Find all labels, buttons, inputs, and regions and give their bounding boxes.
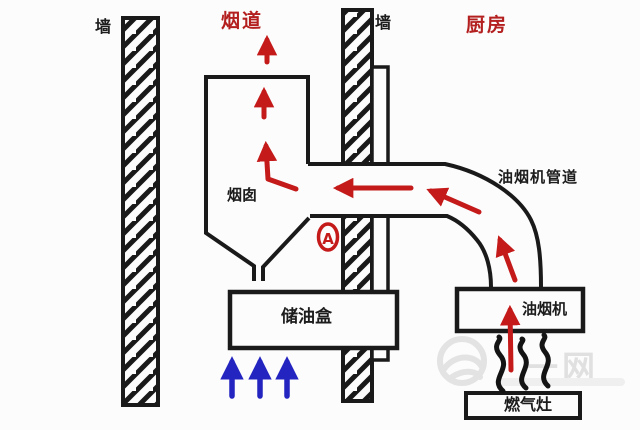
hood-duct-label: 油烟机管道 <box>498 168 579 186</box>
heat-wave-icon <box>539 332 551 389</box>
kitchen-label: 厨房 <box>466 14 509 36</box>
blue-intake-arrows <box>220 356 299 399</box>
watermark-swirl-stroke2 <box>449 368 483 380</box>
gas-stove-box <box>464 391 582 420</box>
hood-duct-inner-line <box>310 214 493 288</box>
chimney-outline <box>204 75 310 281</box>
flue-label: 烟道 <box>221 10 264 32</box>
duct-diagonal-arrow-icon <box>426 187 482 215</box>
watermark: 一网 <box>430 333 625 393</box>
watermark-tagline <box>495 378 625 386</box>
chimney-funnel-right <box>261 216 311 281</box>
chimney-bent-arrow-icon <box>256 140 299 192</box>
wall-middle-label: 墙 <box>375 13 392 32</box>
point-a-label: A <box>322 230 334 248</box>
watermark-swirl-icon <box>437 336 487 386</box>
hood-duct-body <box>308 164 541 289</box>
watermark-swirl-circle <box>437 336 487 386</box>
range-hood-label: 油烟机 <box>522 300 568 318</box>
heat-wave-icon <box>517 336 529 391</box>
chimney-label: 烟囱 <box>227 186 258 204</box>
red-airflow-arrows <box>253 34 521 373</box>
stove-to-hood-arrow-icon <box>500 304 521 373</box>
gas-stove-label: 燃气灶 <box>504 395 553 414</box>
oil-box <box>227 289 400 351</box>
hood-duct-outer-line <box>308 162 543 288</box>
wall-left-label: 墙 <box>95 17 112 36</box>
heat-wave-icon <box>494 334 507 394</box>
oil-box-label: 储油盒 <box>281 307 332 327</box>
heat-waves <box>494 332 551 394</box>
elbow-up-arrow-icon <box>495 235 518 283</box>
watermark-swirl-stroke <box>441 354 485 372</box>
point-a-circle <box>316 222 340 252</box>
left-wall <box>121 16 160 407</box>
